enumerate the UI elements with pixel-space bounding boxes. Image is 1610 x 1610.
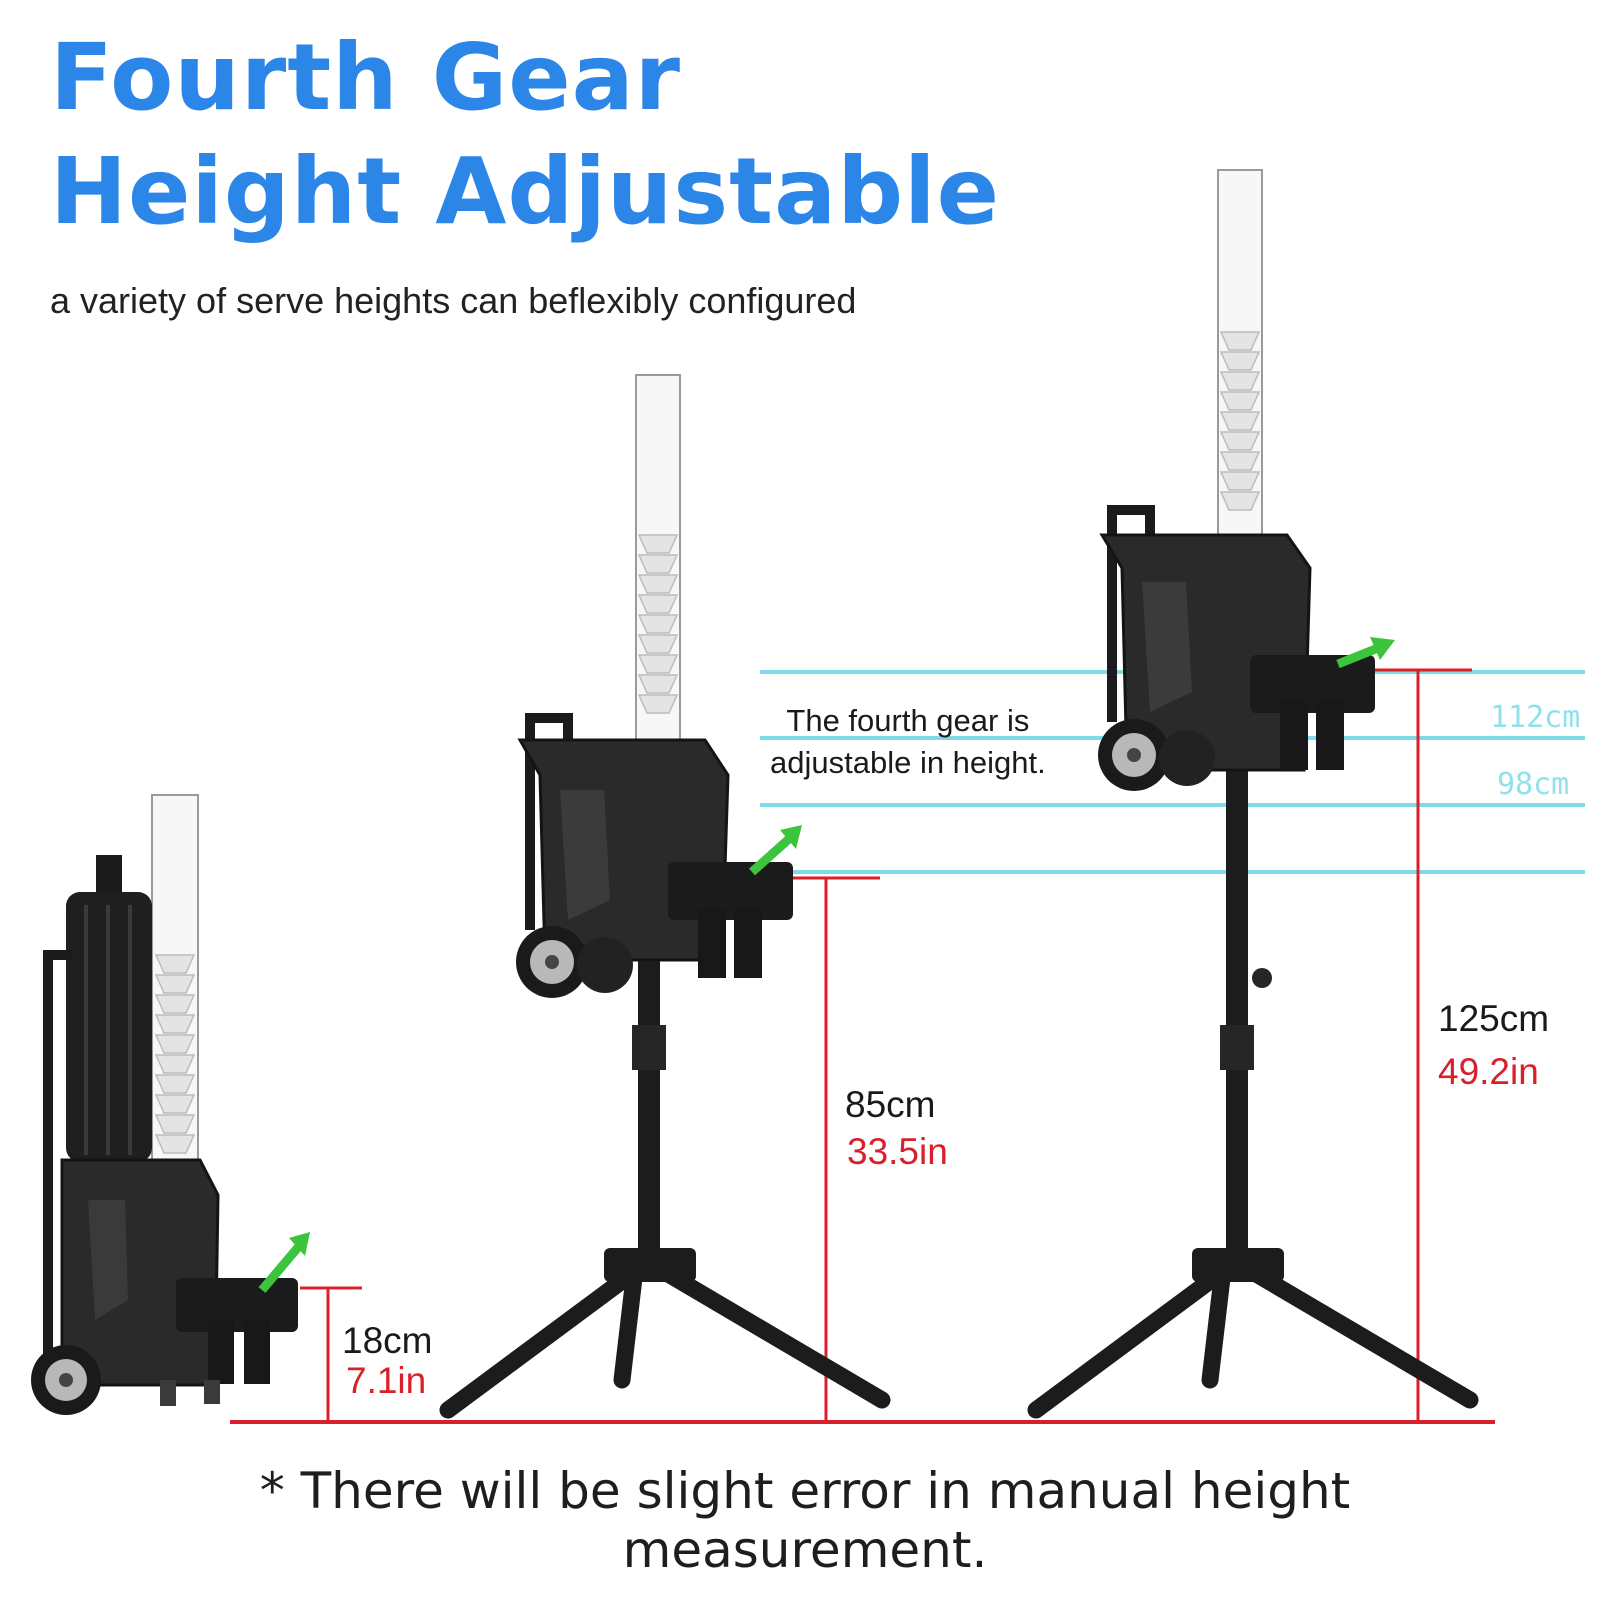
gear-note-line-1: The fourth gear is xyxy=(786,703,1030,738)
measure-125cm xyxy=(1342,668,1472,1422)
footnote-line-2: measurement. xyxy=(622,1521,988,1579)
machine-85cm xyxy=(439,374,891,1419)
measure-18cm xyxy=(300,1286,362,1422)
page-title-line-2: Height Adjustable xyxy=(50,138,1000,245)
height-label-2-cm: 85cm xyxy=(845,1084,936,1125)
up-arrow-icon xyxy=(289,1232,310,1256)
machine-125cm xyxy=(1027,169,1479,1419)
gear-note-line-2: adjustable in height. xyxy=(770,744,1046,780)
gear-reference-lines xyxy=(760,670,1585,874)
up-arrow-icon xyxy=(780,825,802,849)
page-title-line-1: Fourth Gear xyxy=(50,24,682,131)
measure-85cm xyxy=(778,876,880,1422)
height-label-2-in: 33.5in xyxy=(847,1131,948,1172)
footnote-line-1: * There will be slight error in manual h… xyxy=(259,1462,1351,1520)
height-label-1-cm: 18cm xyxy=(342,1320,433,1361)
page-subtitle: a variety of serve heights can beflexibl… xyxy=(50,280,857,321)
gear-note: The fourth gear is adjustable in height. xyxy=(770,700,1046,784)
height-label-1-in: 7.1in xyxy=(346,1360,427,1401)
gear-scale-upper-label: 112cm xyxy=(1490,700,1581,735)
machine-folded xyxy=(31,794,310,1415)
height-label-3-cm: 125cm xyxy=(1438,998,1550,1039)
up-arrow-icon xyxy=(1370,637,1395,660)
footnote: * There will be slight error in manual h… xyxy=(0,1462,1610,1580)
height-label-3-in: 49.2in xyxy=(1438,1051,1539,1092)
gear-scale-lower-label: 98cm xyxy=(1497,767,1570,802)
